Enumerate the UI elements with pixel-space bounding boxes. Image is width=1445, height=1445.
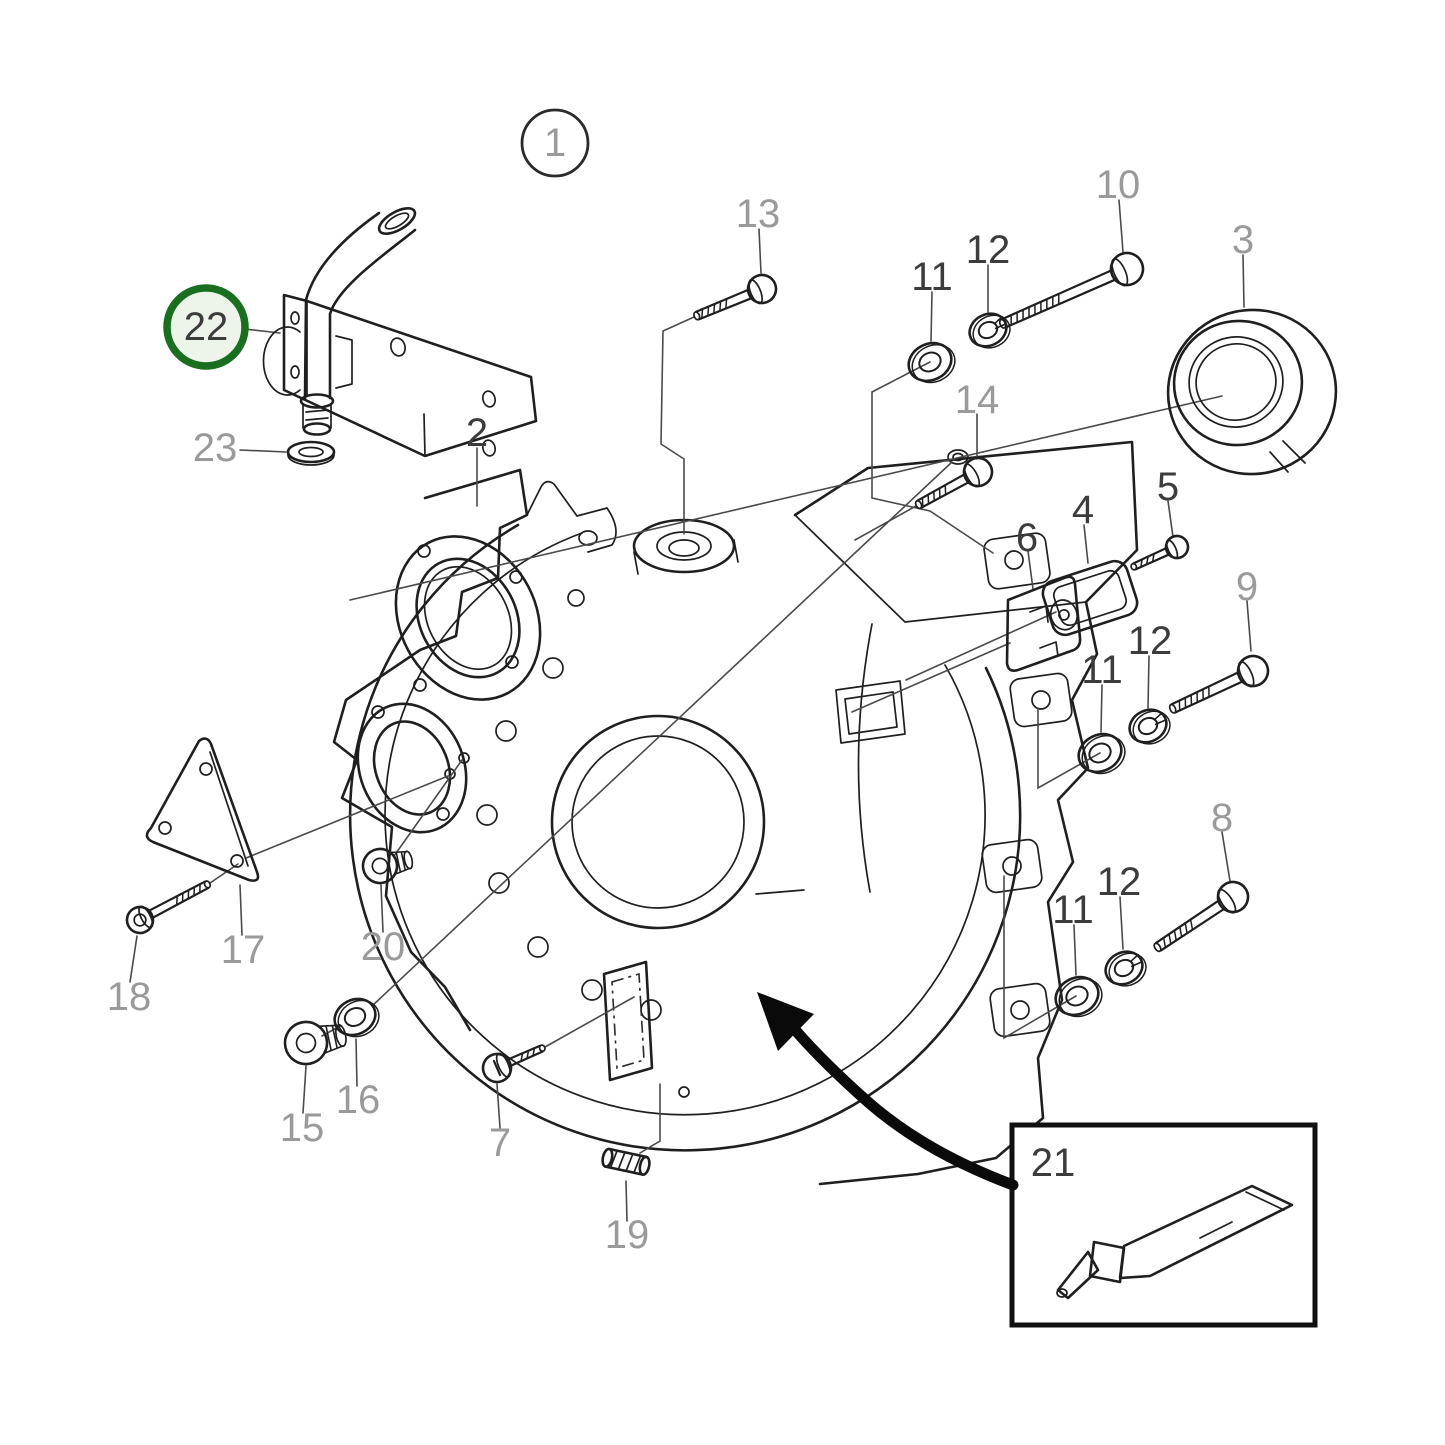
housing-front-plate [332,468,542,1032]
callout-label-21: 21 [1031,1141,1076,1185]
part-5-bolt [1130,534,1190,571]
housing-flange-holes [476,449,969,1021]
part-22-pipe-bracket [262,207,538,458]
highlighted-callout-circle [163,284,249,370]
callout-label-9: 9 [1236,565,1258,609]
part-12-spring-washer-mid [1128,708,1171,745]
part-21-sealant-tube [1056,1184,1294,1300]
callout-label-1: 1 [544,121,566,165]
callout-label-3: 3 [1232,218,1254,262]
part-11-washer-bottom [1054,975,1103,1018]
callout-label-11: 11 [1052,888,1094,932]
sealant-inset-box [1009,1122,1318,1328]
callout-label-4: 4 [1072,488,1094,532]
housing-slab-front-edge [794,514,1087,623]
part-17-cover-plate [145,737,260,882]
housing-central-bore [550,714,805,930]
part-10-bolt [998,251,1145,329]
callout-label-12: 12 [1097,860,1142,904]
callout-label-15: 15 [280,1106,325,1150]
callout-label-22: 22 [184,305,229,349]
part-4-connector-cover [1041,559,1139,637]
callout-label-11: 11 [1081,648,1123,692]
part-8-bolt [1153,880,1250,953]
housing-mount-pads [981,532,1073,1038]
part-7-screw [481,1044,546,1084]
housing-inner-wall-curve [857,623,873,893]
part-6-gasket [1005,575,1082,672]
housing-bottom-port [602,960,690,1098]
part-9-bolt [1168,654,1270,714]
leader-lines [129,199,1252,1222]
part-11-washer-top [907,341,956,384]
part-13-bolt [693,273,778,321]
housing-connector-recess [835,680,906,744]
part-19-screw [601,1147,651,1176]
callout-label-18: 18 [107,975,152,1019]
callout-label-2: 2 [466,411,488,455]
callout-label-12: 12 [1128,619,1173,663]
part-12-spring-washer-top [968,312,1011,349]
part-11-washer-mid [1077,732,1126,775]
part-20-plug [361,847,414,885]
part-18-socket-bolt [125,880,212,935]
callout-label-19: 19 [605,1213,650,1257]
part-12-spring-washer-bottom [1104,950,1147,987]
part-23-sealing-ring [286,440,336,466]
part-14-bolt [914,456,994,510]
callout-label-12: 12 [966,228,1011,272]
hardware-layer [125,251,1270,1084]
callout-label-6: 6 [1016,516,1038,560]
callout-label-17: 17 [221,928,266,972]
callout-label-11: 11 [911,255,953,299]
housing-rear-body-outline [793,440,1139,1186]
callout-label-20: 20 [361,925,406,969]
callout-label-10: 10 [1096,163,1141,207]
housing-filler-boss [632,518,739,575]
flywheel-housing-drawing [332,440,1139,1186]
part-16-washer [333,997,380,1038]
callout-label-14: 14 [955,378,1000,422]
sealant-application-arrow [757,992,1019,1191]
assembly-callout-circle [520,108,590,178]
part-3-seal-ring [1166,308,1338,476]
callout-layer: 1234567891011121314111211121516171819202… [107,108,1258,1257]
callout-label-13: 13 [736,192,781,236]
callout-label-7: 7 [489,1121,511,1165]
housing-bell-rim-inner [384,532,986,1116]
housing-bell-rim-outer [348,523,1022,1152]
part-15-plug [283,1020,347,1066]
callout-label-5: 5 [1157,465,1179,509]
callout-label-8: 8 [1211,796,1233,840]
callout-label-16: 16 [336,1078,381,1122]
callout-label-23: 23 [193,426,238,470]
